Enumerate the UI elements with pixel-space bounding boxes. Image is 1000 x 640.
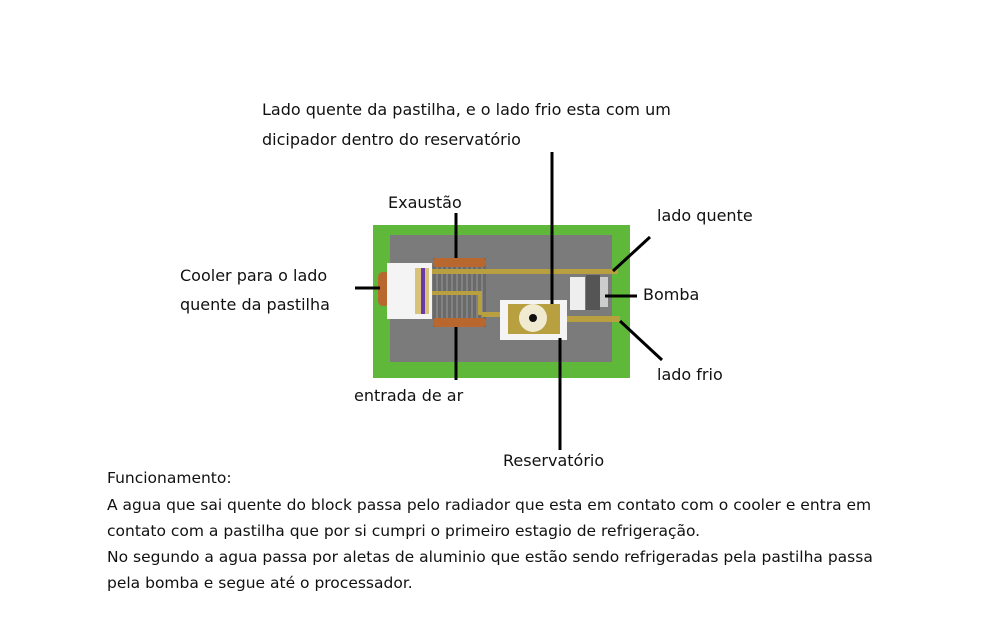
peltier-stripe: [421, 268, 425, 314]
exhaust-label: Exaustão: [388, 193, 462, 212]
pump-motor: [586, 275, 600, 310]
radiator-top-cap: [433, 258, 486, 267]
hot-side-label: lado quente: [657, 206, 753, 225]
air-intake-label: entrada de ar: [354, 386, 464, 405]
cooler-label-line1: Cooler para o lado: [180, 266, 328, 285]
top-label-line2: dicipador dentro do reservatório: [262, 130, 521, 149]
description-line: A agua que sai quente do block passa pel…: [107, 496, 872, 514]
fan-hub: [529, 314, 537, 322]
description-line: pela bomba e segue até o processador.: [107, 574, 413, 592]
cold-side-label: lado frio: [657, 365, 723, 384]
reservoir-label: Reservatório: [503, 451, 605, 470]
description-line: contato com a pastilha que por si cumpri…: [107, 522, 701, 540]
cooler-label-line2: quente da pastilha: [180, 295, 330, 314]
top-label-line1: Lado quente da pastilha, e o lado frio e…: [262, 100, 671, 119]
pump-body: [570, 277, 585, 310]
description-heading: Funcionamento:: [107, 469, 232, 487]
pipes: [432, 269, 620, 322]
pump-label: Bomba: [643, 285, 700, 304]
pump-cap: [600, 277, 608, 307]
leader-lines: [355, 152, 664, 450]
description-line: No segundo a agua passa por aletas de al…: [107, 548, 873, 566]
radiator-bottom-cap: [433, 318, 486, 327]
